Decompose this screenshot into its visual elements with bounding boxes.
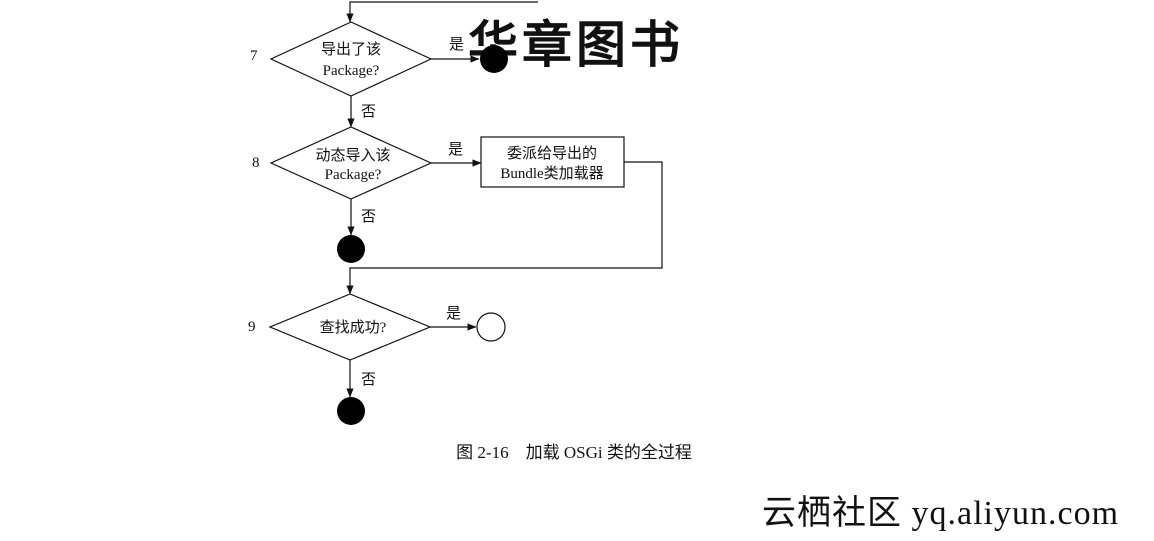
- decision-exported-package-line1: 导出了该: [321, 41, 381, 58]
- step-number-8: 8: [252, 155, 260, 171]
- watermark-bottom: 云栖社区 yq.aliyun.com: [762, 494, 1119, 532]
- process-delegate-line2: Bundle类加载器: [500, 165, 603, 182]
- edge-7-no-label: 否: [361, 104, 376, 120]
- decision-dynamic-import-line1: 动态导入该: [315, 147, 390, 164]
- edge-8-no-label: 否: [361, 209, 376, 225]
- edge-delegate-return: [346, 161, 663, 295]
- edge-incoming: [346, 1, 538, 23]
- step-number-7: 7: [250, 48, 258, 64]
- figure-caption: 图 2-16 加载 OSGi 类的全过程: [456, 443, 692, 462]
- edge-8-yes-label: 是: [448, 142, 463, 158]
- terminal-success: [476, 312, 506, 342]
- step-number-9: 9: [248, 319, 256, 335]
- decision-exported-package-line2: Package?: [323, 63, 380, 79]
- terminal-end-9: [337, 397, 365, 425]
- edge-9-yes-label: 是: [446, 306, 461, 322]
- decision-exported-package: [269, 21, 433, 97]
- process-delegate-line1: 委派给导出的: [507, 145, 597, 162]
- decision-dynamic-import-line2: Package?: [325, 167, 382, 183]
- edge-9-no-label: 否: [361, 372, 376, 388]
- decision-lookup-success-label: 查找成功?: [320, 319, 387, 336]
- edge-7-yes-label: 是: [449, 37, 464, 53]
- terminal-end-7: [480, 45, 508, 73]
- process-delegate-to-exporter: [480, 136, 625, 188]
- terminal-end-8: [337, 235, 365, 263]
